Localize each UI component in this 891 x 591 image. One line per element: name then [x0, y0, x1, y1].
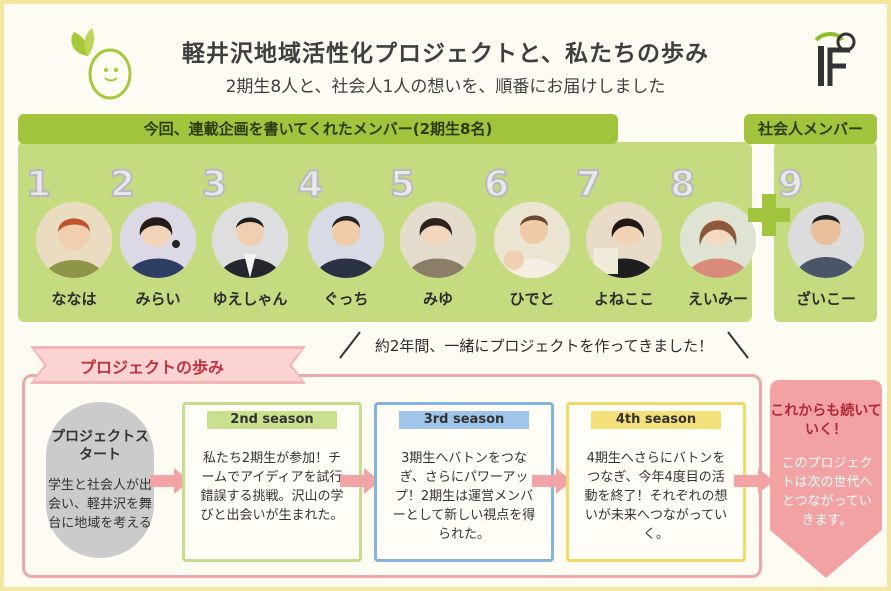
member-portrait-icon — [308, 202, 384, 278]
member-name: えいみー — [687, 290, 748, 308]
student-members-header: 今回、連載企画を書いてくれたメンバー(2期生8名) — [18, 114, 618, 144]
season-3-body: 3期生へバトンをつなぎ、さらにパワーアップ！2期生は運営メンバーとして新しい視点… — [392, 451, 536, 542]
arrow-right-icon — [340, 468, 380, 494]
member-portrait-icon — [680, 202, 756, 278]
member-number: 8 — [669, 163, 696, 206]
member-number: 3 — [201, 163, 228, 206]
member-number: 5 — [389, 163, 416, 206]
member-name: みゆ — [422, 290, 453, 308]
plus-icon — [748, 194, 790, 236]
season-2-body: 私たち2期生が参加！チームでアイディアを試行錯誤する挑戦。沢山の学びと出会いが生… — [200, 451, 344, 523]
member-card: 6 ひでと — [483, 163, 576, 314]
member-card: 4 ぐっち — [297, 163, 390, 314]
member-number: 9 — [777, 163, 804, 206]
adult-members-header: 社会人メンバー — [744, 114, 877, 144]
member-portrait-icon — [400, 202, 476, 278]
member-card: 8 えいみー — [669, 163, 762, 314]
season-3-box: 3rd season 3期生へバトンをつなぎ、さらにパワーアップ！2期生は運営メ… — [374, 402, 554, 562]
sprout-logo-icon — [71, 28, 132, 100]
project-start-body: 学生と社会人が出会い、軽井沢を舞台に地域を考える — [47, 478, 152, 531]
member-name: ひでと — [509, 290, 555, 308]
member-card: 2 みらい — [109, 163, 202, 314]
member-number: 7 — [575, 163, 602, 206]
season-3-label: 3rd season — [399, 411, 529, 429]
timeline-note: 約2年間、一緒にプロジェクトを作ってきました！ — [334, 328, 754, 362]
member-name: みらい — [135, 290, 181, 308]
season-4-box: 4th season 4期生へさらにバトンをつなぎ、今年4度目の活動を終了！それ… — [566, 402, 746, 562]
member-card: 7 よねここ — [575, 163, 668, 314]
member-card: 3 ゆえしゃん — [201, 163, 294, 314]
member-number: 4 — [297, 163, 324, 206]
page-subtitle: 2期生8人と、社会人1人の想いを、順番にお届けしました — [225, 77, 666, 97]
member-name: ゆえしゃん — [212, 290, 288, 308]
journey-banner-shape — [30, 346, 306, 384]
timeline-note-text: 約2年間、一緒にプロジェクトを作ってきました！ — [374, 337, 714, 355]
member-name: ななは — [51, 290, 97, 308]
future-title: これからも続いていく！ — [770, 403, 882, 438]
member-card: 9 ざいこー — [777, 163, 870, 314]
season-2-box: 2nd season 私たち2期生が参加！チームでアイディアを試行錯誤する挑戦。… — [182, 402, 362, 562]
member-portrait-icon — [36, 202, 112, 278]
season-4-label: 4th season — [591, 411, 721, 429]
member-name: ざいこー — [795, 290, 856, 308]
member-portrait-icon — [120, 202, 196, 278]
member-number: 6 — [483, 163, 510, 206]
member-portrait-icon — [788, 202, 864, 278]
project-start: プロジェクトスタート 学生と社会人が出会い、軽井沢を舞台に地域を考える — [46, 402, 154, 558]
project-start-title: プロジェクトスタート — [51, 429, 149, 463]
season-4-body: 4期生へさらにバトンをつなぎ、今年4度目の活動を終了！それぞれの想いが未来へつな… — [584, 451, 728, 542]
member-portrait-icon — [212, 202, 288, 278]
timeline-note-lines — [339, 331, 749, 359]
page-title: 軽井沢地域活性化プロジェクトと、私たちの歩み — [181, 41, 710, 67]
member-portrait-icon — [494, 202, 570, 278]
future-body: このプロジェクトは次の世代へとつながっていきます。 — [781, 456, 873, 528]
future-callout: これからも続いていく！ このプロジェクトは次の世代へとつながっていきます。 — [770, 380, 882, 580]
member-number: 1 — [25, 163, 52, 206]
arrow-right-icon — [150, 468, 190, 494]
journey-banner-text: プロジェクトの歩み — [80, 358, 225, 377]
member-portrait-icon — [586, 202, 662, 278]
season-2-label: 2nd season — [207, 411, 337, 429]
member-card: 1 ななは — [25, 163, 118, 314]
member-card: 5 みゆ — [389, 163, 482, 314]
arrow-right-icon — [734, 468, 774, 494]
journey-banner: プロジェクトの歩み — [30, 344, 306, 386]
member-name: よねここ — [593, 290, 654, 308]
member-number: 2 — [109, 163, 136, 206]
project-logo-icon — [814, 32, 856, 86]
future-arrow-shape — [770, 380, 882, 578]
arrow-right-icon — [532, 468, 572, 494]
member-name: ぐっち — [323, 290, 369, 308]
